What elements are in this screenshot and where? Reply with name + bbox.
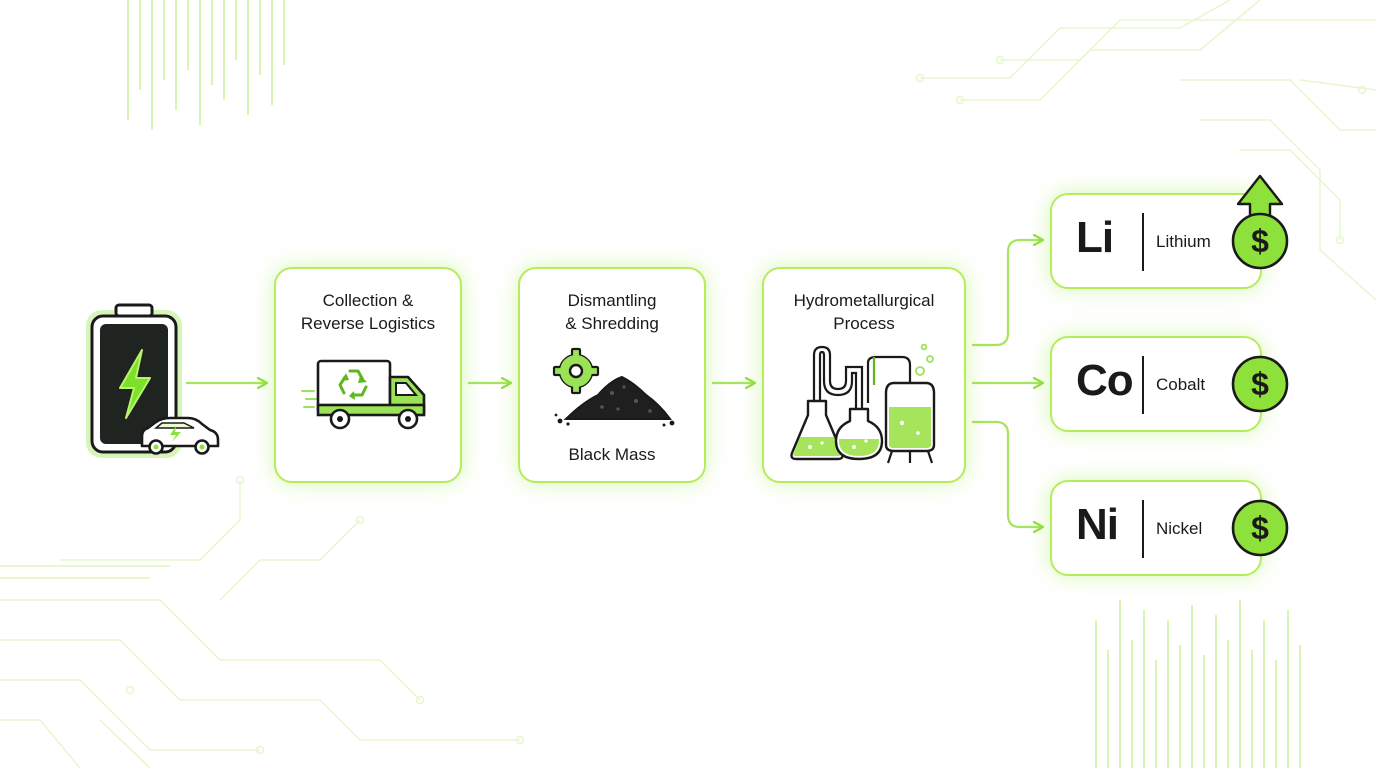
element-name: Nickel xyxy=(1156,519,1203,538)
lightning-bolt-icon xyxy=(119,349,151,419)
output-cobalt: Co Cobalt xyxy=(1050,336,1262,432)
step-subtitle: Black Mass xyxy=(568,445,656,464)
element-symbol: Li xyxy=(1076,213,1114,262)
battery-icon xyxy=(86,303,220,458)
lab-flasks-icon xyxy=(790,343,936,464)
output-lithium: Li Lithium xyxy=(1050,193,1262,289)
battery-source xyxy=(84,300,224,460)
element-symbol: Ni xyxy=(1076,500,1119,549)
element-symbol: Co xyxy=(1076,356,1134,405)
step-collection: Collection & Reverse Logistics xyxy=(274,267,462,483)
shredding-illustration xyxy=(552,347,675,427)
element-name: Cobalt xyxy=(1156,375,1206,394)
step-title: Dismantling & Shredding xyxy=(565,291,659,333)
electric-car-icon xyxy=(140,416,220,455)
recycling-truck-icon xyxy=(301,359,426,430)
arrow-hydro-to-lithium xyxy=(972,240,1042,347)
step-hydrometallurgical: Hydrometallurgical Process xyxy=(762,267,966,483)
element-name: Lithium xyxy=(1156,232,1211,251)
black-mass-pile-icon xyxy=(554,375,675,427)
step-shredding: Dismantling & Shredding Black xyxy=(518,267,706,483)
element-divider xyxy=(1142,500,1144,558)
gear-icon xyxy=(552,347,600,395)
output-nickel: Ni Nickel xyxy=(1050,480,1262,576)
element-divider xyxy=(1142,213,1144,271)
step-title: Hydrometallurgical Process xyxy=(793,291,935,333)
step-title: Collection & Reverse Logistics xyxy=(300,291,436,333)
element-divider xyxy=(1142,356,1144,414)
arrow-hydro-to-nickel xyxy=(972,420,1042,527)
